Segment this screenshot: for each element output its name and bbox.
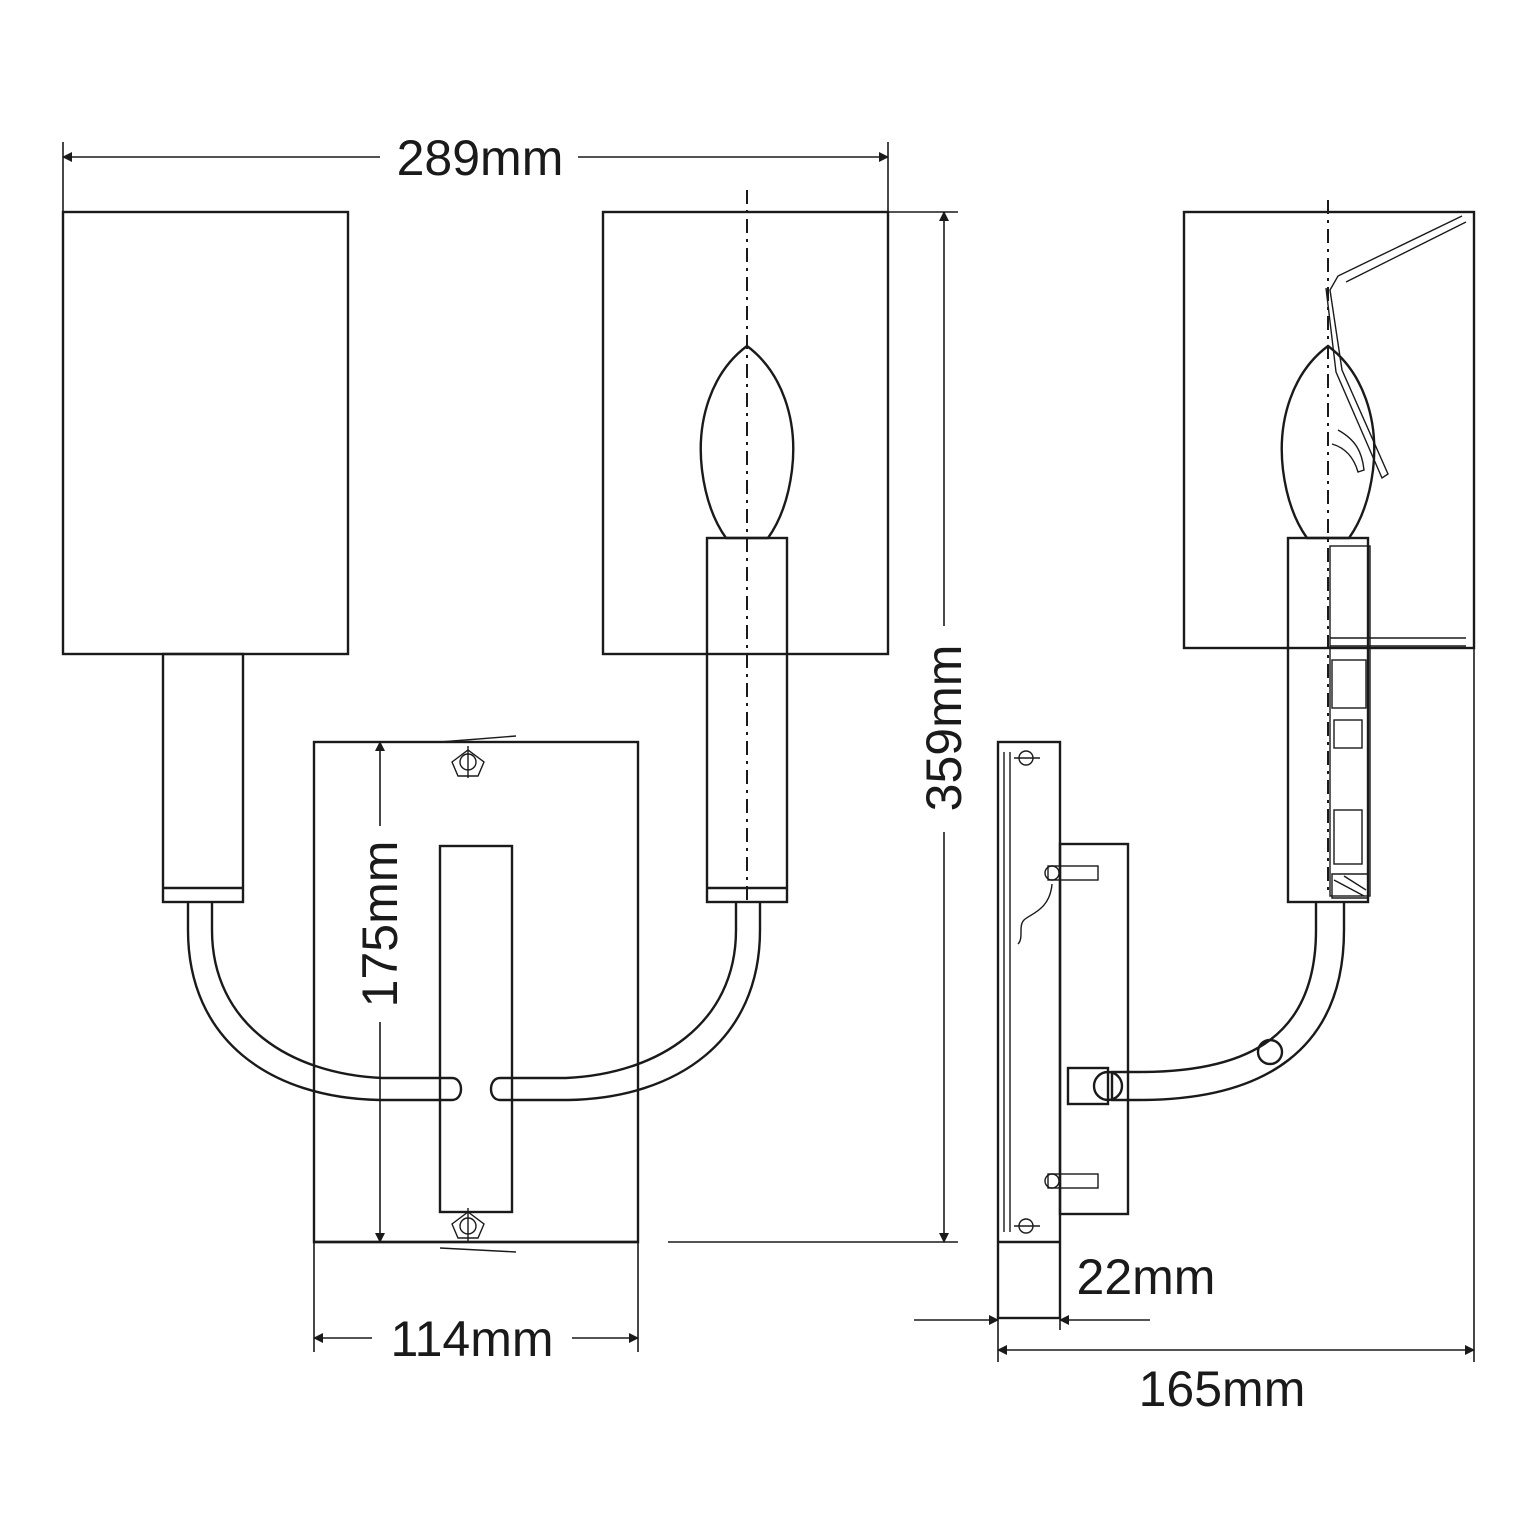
dimension-lines-front: [62, 142, 958, 1352]
projection-label: 165mm: [1139, 1361, 1306, 1417]
side-arm: [1110, 902, 1346, 1102]
bottom-screw: [439, 1208, 517, 1253]
side-view: [996, 200, 1476, 1320]
right-arm: [489, 902, 762, 1102]
arm-set-screw: [1256, 1038, 1284, 1066]
left-candle-sleeve: [161, 652, 245, 904]
dimension-lines-side: [914, 648, 1475, 1362]
side-candle-sleeve: [1286, 536, 1370, 904]
backplate-width-label: 114mm: [390, 1311, 553, 1367]
left-shade: [61, 210, 350, 656]
top-screw: [439, 735, 517, 778]
backplate-depth-label: 22mm: [1077, 1249, 1216, 1305]
overall-height-label: 359mm: [916, 645, 972, 812]
right-shade: [601, 210, 890, 656]
side-screws: [1014, 750, 1099, 1234]
front-view: [61, 190, 890, 1253]
backplate-slot: [438, 844, 514, 1214]
backplate-height-label: 175mm: [352, 841, 408, 1008]
overall-width-label: 289mm: [397, 130, 564, 186]
left-arm: [186, 902, 463, 1102]
shade-clip: [1325, 215, 1463, 480]
